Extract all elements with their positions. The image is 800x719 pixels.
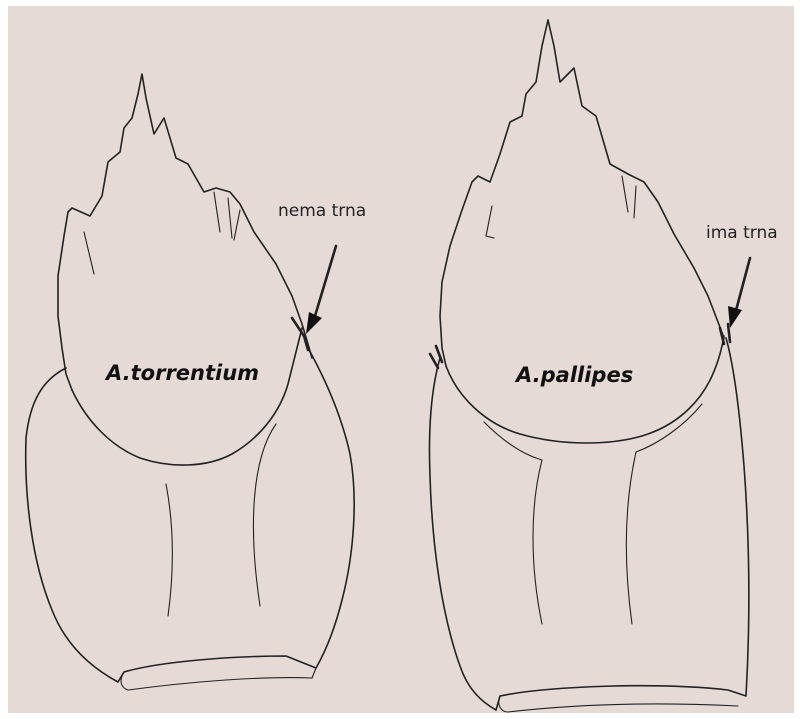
left-annotation-label: nema trna (278, 201, 366, 221)
right-species-label: A.pallipes (514, 363, 633, 387)
diagram-panel: A.torrentium nema trna A.pallipes ima tr… (8, 6, 794, 713)
left-species-label: A.torrentium (104, 361, 259, 385)
panel-background (8, 6, 794, 713)
right-annotation-label: ima trna (706, 223, 778, 243)
